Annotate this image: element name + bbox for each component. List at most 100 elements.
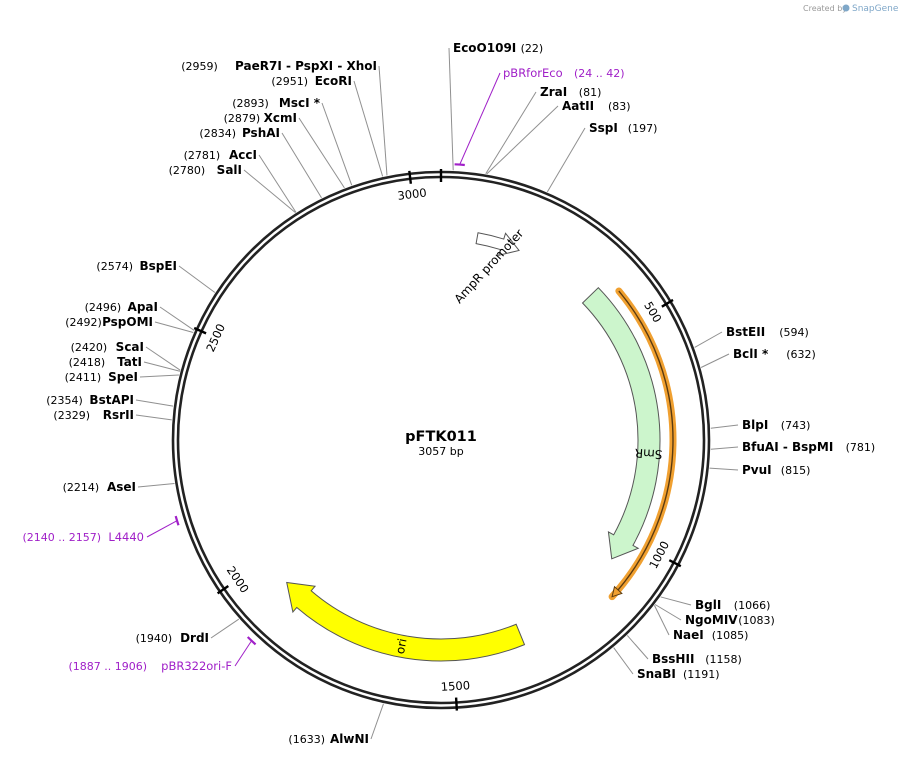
tick-label: 500 [641, 299, 664, 325]
tick-label: 2500 [203, 322, 228, 354]
enzyme-position: (594) [779, 326, 809, 339]
enzyme-name: SalI [217, 163, 242, 177]
enzyme-name: PaeR7I - PspXI - XhoI [235, 59, 377, 73]
enzyme-leader-line [321, 102, 353, 186]
enzyme-position: (781) [846, 441, 876, 454]
feature-arrow-ori [286, 581, 526, 662]
enzyme-name: ZraI [540, 85, 567, 99]
primer-range: (1887 .. 1906) [68, 660, 147, 673]
enzyme-leader-line [281, 132, 322, 199]
enzyme-position: (2329) [53, 409, 90, 422]
enzyme-leader-line [298, 117, 345, 189]
primer-site-pbr322ori-f: pBR322ori-F (1887 .. 1906) [68, 636, 257, 673]
enzyme-site-ecoo109i: EcoO109I(22) [448, 41, 543, 171]
enzyme-site-snabi: SnaBI(1191) [613, 647, 720, 681]
enzyme-site-apai: ApaI (2496) [85, 300, 195, 331]
enzyme-position: (2951) [271, 75, 308, 88]
enzyme-leader-line [709, 467, 739, 471]
enzyme-leader-line [485, 91, 537, 174]
enzyme-leader-line [139, 374, 179, 378]
enzyme-site-bsteii: BstEII (594) [694, 325, 809, 348]
tick-mark [408, 170, 413, 184]
enzyme-name: AlwNI [330, 732, 369, 746]
enzyme-site-bstapi: BstAPI(2354) [46, 393, 174, 407]
tick-mark [661, 298, 674, 308]
enzyme-leader-line [243, 169, 296, 213]
enzyme-leader-line [145, 346, 181, 371]
primer-name: pBR322ori-F [161, 659, 232, 673]
enzyme-site-ecori: EcoRI(2951) [271, 74, 384, 177]
plasmid-center-label: pFTK011 3057 bp [405, 429, 477, 458]
enzyme-site-tati: TatI(2418) [69, 355, 181, 372]
plasmid-name: pFTK011 [405, 429, 477, 445]
enzyme-site-bcli: BclI * (632) [700, 347, 816, 368]
enzyme-leader-line [710, 446, 739, 450]
enzyme-name: TatI [117, 355, 142, 369]
plasmid-size: 3057 bp [418, 445, 463, 458]
enzyme-site-bfuai-bspmi: BfuAI - BspMI(781) [710, 440, 876, 454]
enzyme-leader-line [654, 604, 682, 621]
enzyme-name: BstEII [726, 325, 765, 339]
enzyme-position: (1066) [734, 599, 771, 612]
enzyme-position: (815) [781, 464, 811, 477]
enzyme-leader-line [694, 331, 723, 348]
enzyme-site-pspomi: PspOMI(2492) [65, 315, 194, 333]
enzyme-leader-line [626, 635, 649, 660]
enzyme-position: (197) [628, 122, 658, 135]
highlight-band-arrowhead [611, 585, 623, 598]
feature-label-smr: SmR [634, 446, 662, 462]
primer-range: (2140 .. 2157) [22, 531, 101, 544]
enzyme-position: (2893) [232, 97, 269, 110]
enzyme-name: BclI * [733, 347, 769, 361]
tick-label: 2000 [224, 563, 252, 595]
enzyme-site-drdi: DrdI(1940) [136, 618, 240, 645]
enzyme-site-xcmi: XcmI(2879) [224, 111, 345, 189]
enzyme-name: NaeI [673, 628, 704, 642]
enzyme-position: (632) [786, 348, 816, 361]
enzyme-site-aatii: AatII (83) [486, 99, 631, 175]
primer-leader-line [146, 520, 178, 538]
snapgene-credit: Created by SnapGene [803, 4, 899, 14]
enzyme-site-zrai: ZraI(81) [485, 85, 601, 174]
primer-bar [246, 636, 257, 646]
primer-name: L4440 [108, 530, 144, 544]
enzyme-name: AseI [107, 480, 136, 494]
tick-mark [668, 559, 682, 568]
enzyme-position: (2354) [46, 394, 83, 407]
enzyme-position: (2781) [184, 149, 221, 162]
enzyme-leader-line [135, 399, 174, 407]
enzyme-position: (1633) [288, 733, 325, 746]
enzyme-site-spei: SpeI(2411) [65, 370, 179, 384]
enzyme-position: (2496) [85, 301, 122, 314]
enzyme-name: MscI * [279, 96, 321, 110]
primer-site-pbrforeco: pBRforEco (24 .. 42) [454, 66, 625, 167]
primer-name: pBRforEco [503, 66, 563, 80]
enzyme-position: (2574) [96, 260, 133, 273]
enzyme-position: (2214) [63, 481, 100, 494]
enzyme-site-bsshii: BssHII(1158) [626, 635, 742, 666]
enzyme-site-naei: NaeI(1085) [653, 605, 748, 642]
enzyme-site-ngomiv: NgoMIV(1083) [654, 604, 775, 627]
enzyme-leader-line [137, 483, 175, 488]
enzyme-site-sali: SalI(2780) [169, 163, 296, 213]
enzyme-site-rsrii: RsrII(2329) [53, 408, 172, 422]
enzyme-name: AatII [562, 99, 594, 113]
enzyme-leader-line [143, 361, 181, 372]
enzyme-name: PshAI [242, 126, 280, 140]
tick-label: 3000 [397, 186, 428, 203]
feature-label-ori: ori [393, 637, 410, 655]
enzyme-position: (743) [781, 419, 811, 432]
enzyme-leader-line [135, 414, 172, 421]
primer-bar [454, 163, 465, 167]
enzyme-name: AccI [229, 148, 257, 162]
enzyme-name: PspOMI [102, 315, 153, 329]
enzyme-position: (2492) [65, 316, 102, 329]
credit-prefix: Created by [803, 4, 847, 13]
enzyme-leader-line [370, 703, 384, 740]
enzyme-position: (83) [608, 100, 631, 113]
enzyme-position: (1940) [136, 632, 173, 645]
enzyme-name: ApaI [128, 300, 158, 314]
primer-range: (24 .. 42) [574, 67, 625, 80]
enzyme-name: BssHII [652, 652, 694, 666]
enzyme-name: EcoO109I [453, 41, 516, 55]
